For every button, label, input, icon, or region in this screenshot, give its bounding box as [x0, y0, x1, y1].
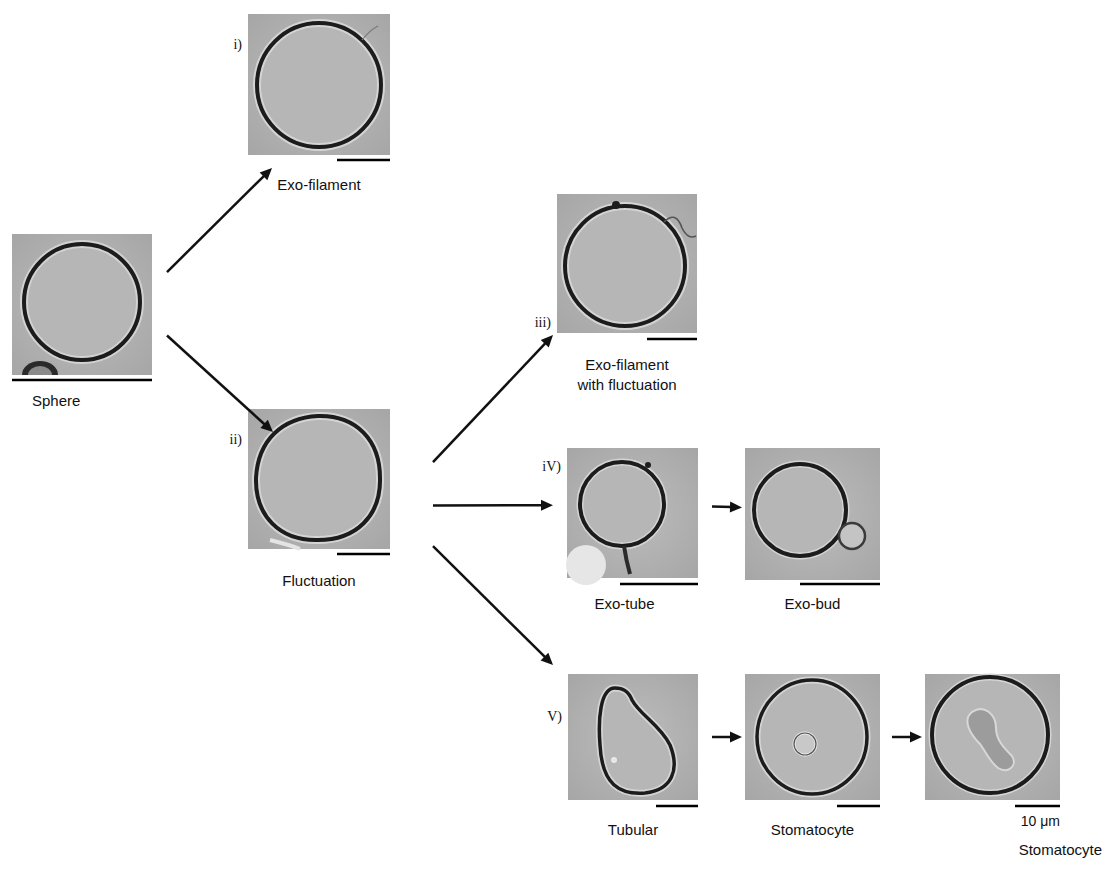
- transition-arrow: [433, 546, 553, 665]
- scale-bar: [12, 160, 1060, 806]
- arrow-line: [167, 336, 266, 426]
- panel-caption: Stomatocyte: [1019, 840, 1102, 860]
- panel-numeral: iV): [542, 458, 561, 476]
- panel-caption: Stomatocyte: [771, 820, 854, 840]
- sphere-micrograph: [12, 234, 152, 375]
- stomatocyte-panel: Stomatocyte: [745, 674, 880, 800]
- arrow-line: [892, 736, 912, 739]
- panel-caption: Sphere: [32, 391, 80, 411]
- sphere-panel: Sphere: [12, 234, 152, 375]
- tubular-panel: V)Tubular: [568, 674, 698, 800]
- arrow-head: [730, 502, 742, 513]
- panel-numeral: i): [233, 36, 242, 54]
- panel-numeral: iii): [535, 314, 551, 332]
- panel-caption: Exo-bud: [785, 594, 841, 614]
- arrow-line: [712, 505, 732, 508]
- arrow-line: [433, 342, 546, 462]
- transition-arrow: [712, 502, 742, 513]
- panel-caption: Tubular: [608, 820, 658, 840]
- arrow-head: [910, 732, 922, 743]
- panel-caption: Fluctuation: [282, 571, 355, 591]
- scale-label: 10 μm: [1019, 812, 1062, 830]
- fluctuation-panel: ii)Fluctuation: [248, 409, 390, 549]
- panel-caption: Exo-filament: [277, 175, 360, 195]
- transition-arrow: [712, 732, 742, 743]
- panel-caption: Exo-tube: [594, 594, 654, 614]
- exo-filament-fluctuation-micrograph: [557, 194, 697, 333]
- arrow-head: [730, 732, 742, 743]
- tubular-micrograph: [568, 674, 698, 800]
- transition-arrow: [433, 500, 553, 511]
- arrow-head: [541, 500, 553, 511]
- transition-arrow: [433, 335, 553, 462]
- panel-caption: Exo-filament with fluctuation: [575, 355, 679, 395]
- arrow-line: [167, 175, 265, 272]
- panel-numeral: ii): [230, 431, 242, 449]
- stomatocyte-micrograph: [745, 674, 880, 800]
- exo-filament-panel: i)Exo-filament: [248, 14, 390, 155]
- arrow-head: [260, 420, 273, 432]
- stomatocyte-micrograph: [925, 674, 1060, 800]
- exo-bud-panel: Exo-bud: [745, 448, 880, 580]
- panel-numeral: V): [547, 708, 562, 726]
- arrow-head: [260, 168, 272, 180]
- exo-filament-micrograph: [248, 14, 390, 155]
- transition-arrow: [167, 336, 273, 432]
- exo-filament-fluctuation-panel: iii)Exo-filament with fluctuation: [557, 194, 697, 333]
- arrow-head: [541, 335, 553, 348]
- fluctuation-micrograph: [248, 409, 390, 549]
- exo-tube-micrograph: [566, 448, 698, 585]
- stomatocyte-panel: Stomatocyte: [925, 674, 1060, 800]
- arrow-line: [712, 736, 732, 739]
- arrow-line: [433, 504, 543, 507]
- transition-arrow: [892, 732, 922, 743]
- arrow-line: [433, 546, 546, 658]
- exo-tube-panel: iV)Exo-tube: [567, 448, 698, 578]
- arrow-head: [541, 653, 553, 665]
- transition-arrow: [167, 168, 272, 272]
- exo-bud-micrograph: [745, 448, 880, 580]
